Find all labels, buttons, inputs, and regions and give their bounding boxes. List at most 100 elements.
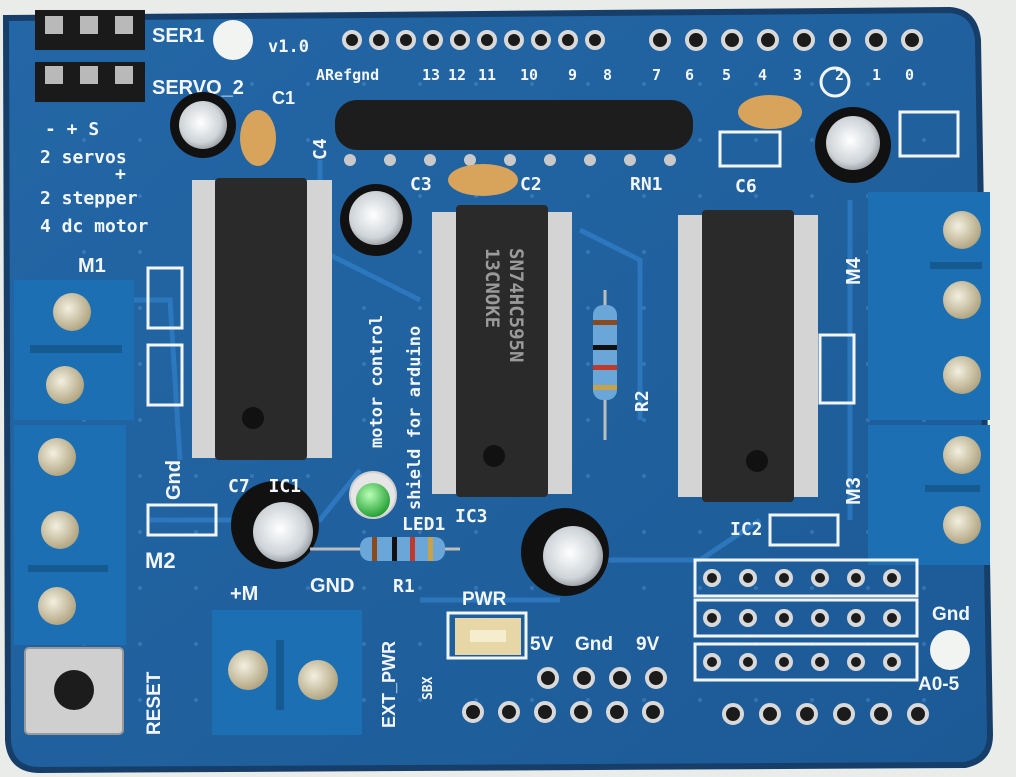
label-reset: RESET — [144, 671, 165, 735]
power-header-pins[interactable] — [462, 667, 667, 723]
chip-marking-line2: SN74HC595N — [505, 248, 527, 362]
analog-pin — [722, 703, 744, 725]
header-pin — [558, 30, 578, 50]
vertical-text-shield: shield for arduino — [405, 326, 425, 510]
header-servo2[interactable] — [35, 62, 145, 102]
pin-label: 5 — [722, 66, 731, 84]
label-c7-ic1: C7 IC1 — [228, 476, 301, 497]
reset-button[interactable] — [24, 647, 124, 735]
ic3-shift-register — [432, 205, 572, 497]
electrolytic-capacitor-c7 — [231, 481, 319, 569]
pin-label: 11 — [478, 66, 496, 84]
terminal-block-m4[interactable] — [868, 192, 990, 420]
note-dc-motor: 4 dc motor — [40, 216, 149, 237]
proto-pad — [739, 653, 757, 671]
ceramic-capacitor-c1 — [240, 110, 276, 166]
pin-label: ARefgnd — [316, 66, 379, 84]
analog-pin — [796, 703, 818, 725]
header-pin — [585, 30, 605, 50]
label-ic3: IC3 — [455, 506, 488, 527]
arduino-digital-pins[interactable] — [342, 29, 923, 51]
pin-label: 12 — [448, 66, 466, 84]
proto-pad — [811, 609, 829, 627]
power-pin — [642, 701, 664, 723]
pwr-jumper[interactable] — [446, 611, 528, 660]
proto-pad — [811, 653, 829, 671]
proto-pad — [883, 653, 901, 671]
resistor-r2 — [593, 290, 617, 440]
label-r1: R1 — [393, 576, 415, 597]
power-pin — [645, 667, 667, 689]
label-led1: LED1 — [402, 514, 445, 535]
power-pin — [606, 701, 628, 723]
proto-pad — [703, 569, 721, 587]
header-pin — [477, 30, 497, 50]
label-gnd-right: Gnd — [932, 604, 970, 625]
analog-header-pins[interactable] — [722, 703, 929, 725]
label-a0-5: A0-5 — [918, 674, 960, 695]
mounting-hole-right — [930, 630, 970, 670]
proto-pad — [703, 653, 721, 671]
header-pin — [757, 29, 779, 51]
proto-pad — [811, 569, 829, 587]
note-plus: + — [115, 164, 126, 185]
header-pin — [649, 29, 671, 51]
header-pin — [865, 29, 887, 51]
header-pin — [829, 29, 851, 51]
label-c6: C6 — [735, 176, 757, 197]
pin-label: 2 — [835, 66, 844, 84]
header-pin — [423, 30, 443, 50]
header-pin — [342, 30, 362, 50]
resistor-r1 — [310, 537, 460, 561]
electrolytic-capacitor-c8 — [521, 508, 609, 596]
proto-pad — [847, 609, 865, 627]
electrolytic-capacitor — [170, 92, 236, 158]
label-ext-pwr: EXT_PWR — [379, 641, 399, 728]
header-pin — [793, 29, 815, 51]
label-plus-m: +M — [230, 583, 258, 605]
pin-label: 3 — [793, 66, 802, 84]
label-c4: C4 — [310, 138, 331, 160]
label-m2: M2 — [145, 548, 176, 573]
analog-pin — [833, 703, 855, 725]
header-pin — [531, 30, 551, 50]
proto-pad — [703, 609, 721, 627]
pin-label: 1 — [872, 66, 881, 84]
ic1-chip — [192, 178, 332, 460]
header-pin — [396, 30, 416, 50]
proto-pad — [847, 569, 865, 587]
pin-label: 13 — [422, 66, 440, 84]
proto-row-outline — [693, 642, 919, 682]
label-servo2: SERVO_2 — [152, 77, 244, 99]
header-ser1[interactable] — [35, 10, 145, 50]
label-c3: C3 — [410, 174, 432, 195]
label-ic2: IC2 — [730, 519, 763, 540]
label-m3: M3 — [843, 477, 865, 505]
power-pin — [537, 667, 559, 689]
label-pwr: PWR — [462, 589, 507, 610]
label-rn1: RN1 — [630, 174, 663, 195]
note-stepper: 2 stepper — [40, 188, 138, 209]
label-gnd-power: Gnd — [575, 634, 613, 655]
proto-pad — [847, 653, 865, 671]
label-ic1: IC1 — [269, 476, 302, 497]
terminal-block-m2[interactable] — [14, 425, 126, 645]
led1-green — [349, 471, 397, 519]
label-m4: M4 — [843, 256, 865, 285]
pin-label: 6 — [685, 66, 694, 84]
terminal-block-m3[interactable] — [868, 425, 990, 565]
vertical-text-motor-control: motor control — [367, 315, 387, 448]
label-version: v1.0 — [268, 37, 309, 57]
label-c2: C2 — [520, 174, 542, 195]
label-m1: M1 — [78, 255, 106, 277]
note-pins: - + S — [45, 119, 99, 140]
terminal-block-m1[interactable] — [14, 280, 134, 420]
ic2-chip — [678, 210, 818, 502]
resistor-network-rn1 — [335, 100, 693, 150]
header-pin — [369, 30, 389, 50]
label-r2: R2 — [632, 390, 653, 412]
terminal-block-ext-pwr[interactable] — [212, 610, 362, 735]
power-pin — [573, 667, 595, 689]
header-pin — [721, 29, 743, 51]
